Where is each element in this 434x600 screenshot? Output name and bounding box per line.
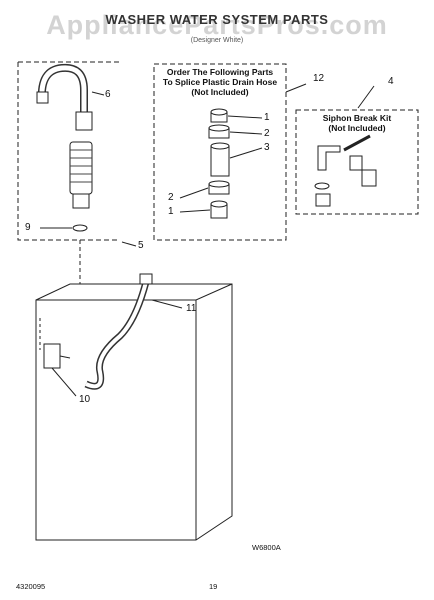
splice-parts-box bbox=[153, 63, 287, 241]
doc-number: 4320095 bbox=[16, 582, 46, 591]
callout-3: 3 bbox=[264, 142, 270, 153]
callout-5: 5 bbox=[138, 240, 144, 251]
hose-dashed-box bbox=[17, 61, 120, 241]
splice-box-title: Order The Following Parts To Splice Plas… bbox=[162, 67, 278, 97]
page-number: 19 bbox=[209, 582, 218, 591]
watermark: AppliancePartsPros.com bbox=[46, 10, 388, 40]
color-label: (Designer White) bbox=[190, 37, 244, 44]
callout-2-upper: 2 bbox=[264, 128, 270, 139]
callout-6: 6 bbox=[105, 89, 111, 100]
siphon-tee bbox=[317, 145, 341, 171]
water-valve bbox=[43, 343, 61, 369]
callout-1-upper: 1 bbox=[264, 112, 270, 123]
callout-10: 10 bbox=[79, 394, 91, 405]
page-title: WASHER WATER SYSTEM PARTS bbox=[105, 12, 329, 27]
callout-9: 9 bbox=[25, 222, 31, 233]
hose-end-cap bbox=[36, 91, 49, 104]
siphon-kit-box bbox=[295, 109, 419, 215]
hose-coupler bbox=[75, 111, 93, 131]
siphon-box-title: Siphon Break Kit (Not Included) bbox=[322, 113, 392, 133]
callout-1-lower: 1 bbox=[168, 206, 174, 217]
washer-cabinet bbox=[35, 283, 233, 541]
hose-clamp bbox=[72, 224, 88, 232]
callout-12: 12 bbox=[313, 73, 325, 84]
callout-4: 4 bbox=[388, 76, 394, 87]
callout-2-lower: 2 bbox=[168, 192, 174, 203]
figure-code: W6800A bbox=[252, 543, 281, 552]
callout-11: 11 bbox=[186, 303, 197, 314]
